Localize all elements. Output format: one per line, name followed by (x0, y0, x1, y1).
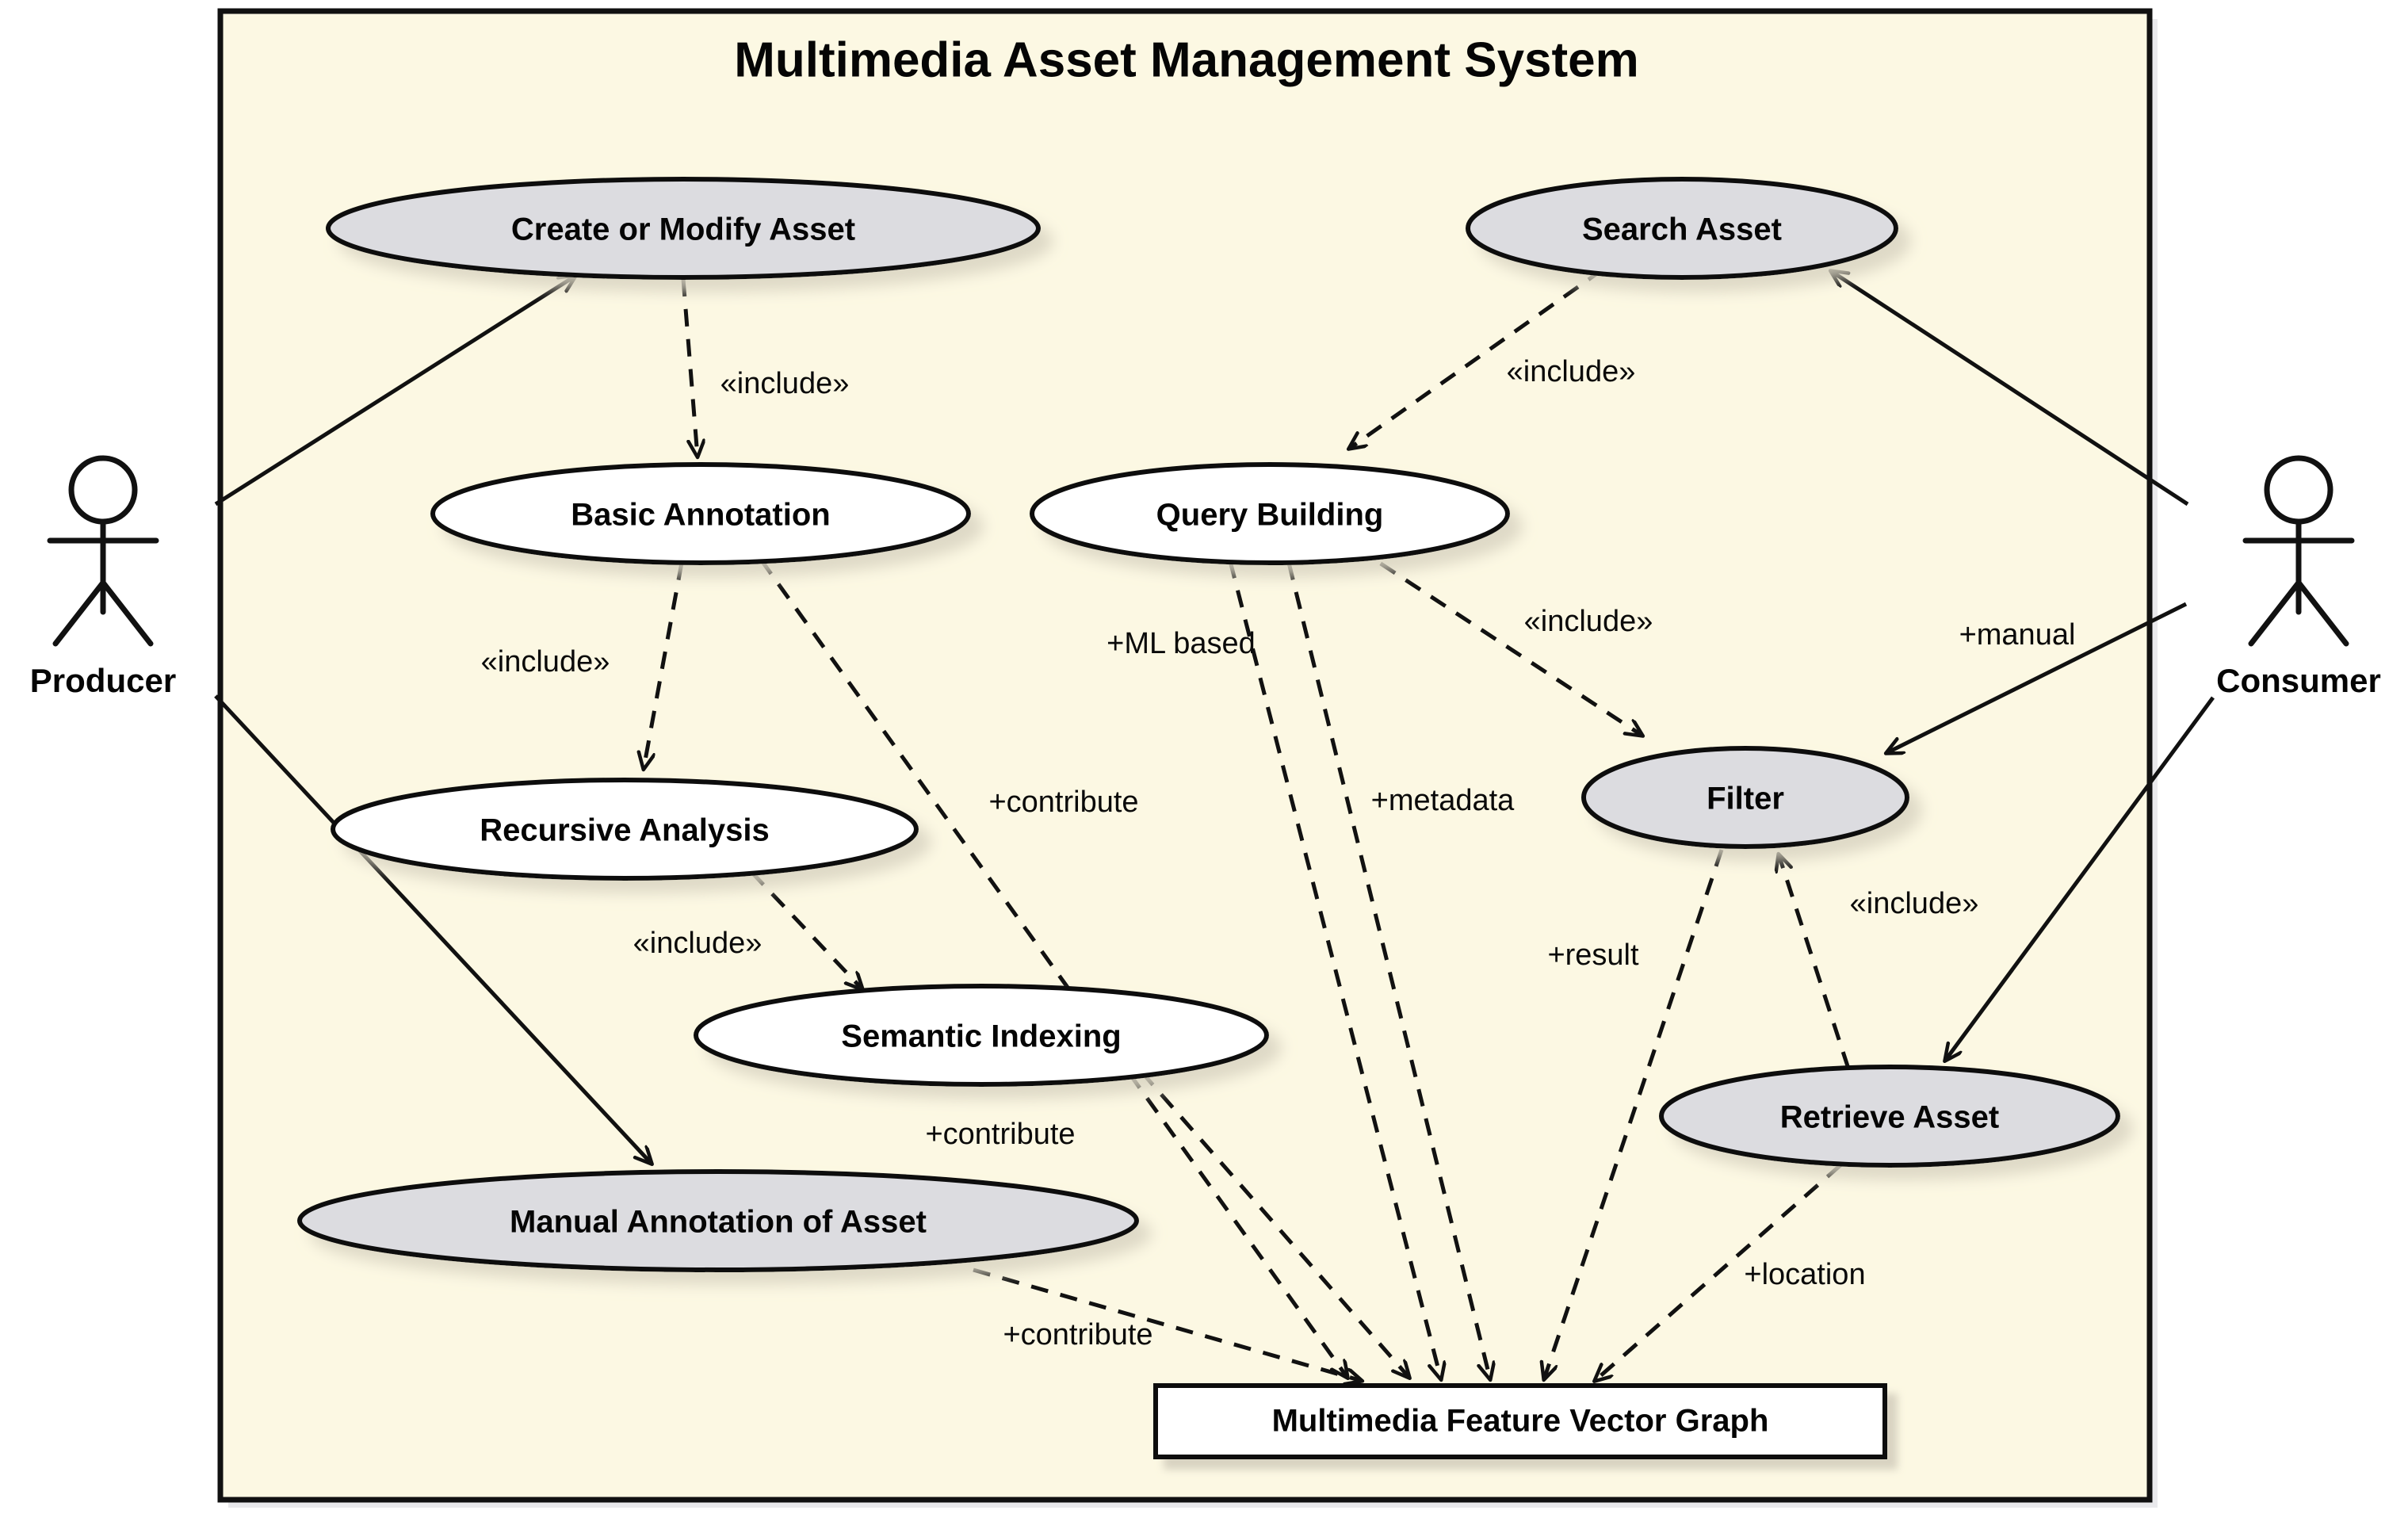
actor-label: Consumer (2216, 662, 2381, 699)
edge-consumer-to-retrieve (1945, 696, 2215, 1061)
edge-label-contribute-semantic-graph: +contribute (925, 1118, 1075, 1151)
edge-label-contribute-manual-graph: +contribute (1003, 1318, 1152, 1352)
usecase-label: Recursive Analysis (480, 813, 769, 848)
actor-consumer[interactable]: Consumer (2216, 455, 2381, 699)
edge-label-ml-based: +ML based (1107, 627, 1256, 660)
usecase-retrieve-asset[interactable]: Retrieve Asset (1659, 1065, 2120, 1168)
edge-recursive-includes-semantic (750, 870, 862, 989)
node-label: Multimedia Feature Vector Graph (1272, 1404, 1769, 1439)
edge-producer-to-create (214, 276, 575, 507)
edge-query-includes-filter (1354, 545, 1642, 736)
usecase-create-or-modify-asset[interactable]: Create or Modify Asset (326, 177, 1041, 280)
edge-query-ml-based-graph (1228, 560, 1441, 1379)
edge-label-include-create-basic: «include» (720, 367, 850, 400)
edge-basic-contributes-graph (759, 558, 1347, 1378)
edge-label-result: +result (1547, 939, 1639, 972)
edge-label-include-recursive-semantic: «include» (633, 927, 763, 960)
edge-label-manual: +manual (1959, 618, 2076, 652)
actor-label: Producer (30, 662, 176, 699)
edge-label-contribute-basic-graph: +contribute (988, 786, 1138, 819)
edge-query-metadata-graph (1286, 562, 1490, 1379)
edge-search-includes-query (1349, 267, 1604, 449)
edge-label-location: +location (1744, 1258, 1865, 1291)
usecase-label: Create or Modify Asset (511, 212, 855, 247)
usecase-label: Search Asset (1582, 212, 1782, 247)
edge-label-include-basic-recursive: «include» (481, 645, 610, 679)
usecase-search-asset[interactable]: Search Asset (1466, 177, 1898, 280)
edge-label-include-retrieve-filter: «include» (1850, 887, 1979, 920)
edge-label-include-query-filter: «include» (1524, 605, 1653, 638)
usecase-label: Semantic Indexing (841, 1019, 1121, 1054)
actor-producer[interactable]: Producer (30, 455, 176, 699)
stick-figure-icon (47, 455, 159, 647)
usecase-semantic-indexing[interactable]: Semantic Indexing (694, 984, 1269, 1087)
edge-label-include-search-query: «include» (1507, 355, 1636, 388)
usecase-label: Basic Annotation (571, 498, 830, 533)
edge-label-metadata: +metadata (1371, 784, 1515, 817)
edge-consumer-to-search (1831, 271, 2189, 507)
edge-basic-includes-recursive (644, 562, 684, 769)
edge-label-group: «include» «include» «include» +ML based … (481, 355, 2076, 1352)
edge-filter-result-graph (1544, 849, 1724, 1379)
usecase-label: Filter (1707, 782, 1784, 816)
edge-producer-to-manual-annotation (214, 694, 652, 1164)
edge-consumer-to-filter (1886, 602, 2188, 753)
edge-manual-contributes-graph (973, 1267, 1362, 1381)
stick-figure-icon (2242, 455, 2355, 647)
usecase-query-building[interactable]: Query Building (1030, 462, 1510, 565)
usecase-manual-annotation-of-asset[interactable]: Manual Annotation of Asset (297, 1169, 1139, 1272)
usecase-recursive-analysis[interactable]: Recursive Analysis (331, 778, 919, 881)
usecase-filter[interactable]: Filter (1581, 746, 1909, 849)
system-title: Multimedia Asset Management System (734, 32, 1639, 87)
node-multimedia-feature-vector-graph[interactable]: Multimedia Feature Vector Graph (1153, 1383, 1887, 1459)
edge-retrieve-location-graph (1595, 1164, 1842, 1381)
usecase-label: Query Building (1156, 498, 1384, 533)
usecase-basic-annotation[interactable]: Basic Annotation (430, 462, 971, 565)
usecase-label: Retrieve Asset (1780, 1100, 1999, 1135)
usecase-label: Manual Annotation of Asset (510, 1205, 927, 1240)
edge-retrieve-includes-filter (1779, 854, 1851, 1069)
edge-semantic-contributes-graph (1140, 1070, 1409, 1378)
